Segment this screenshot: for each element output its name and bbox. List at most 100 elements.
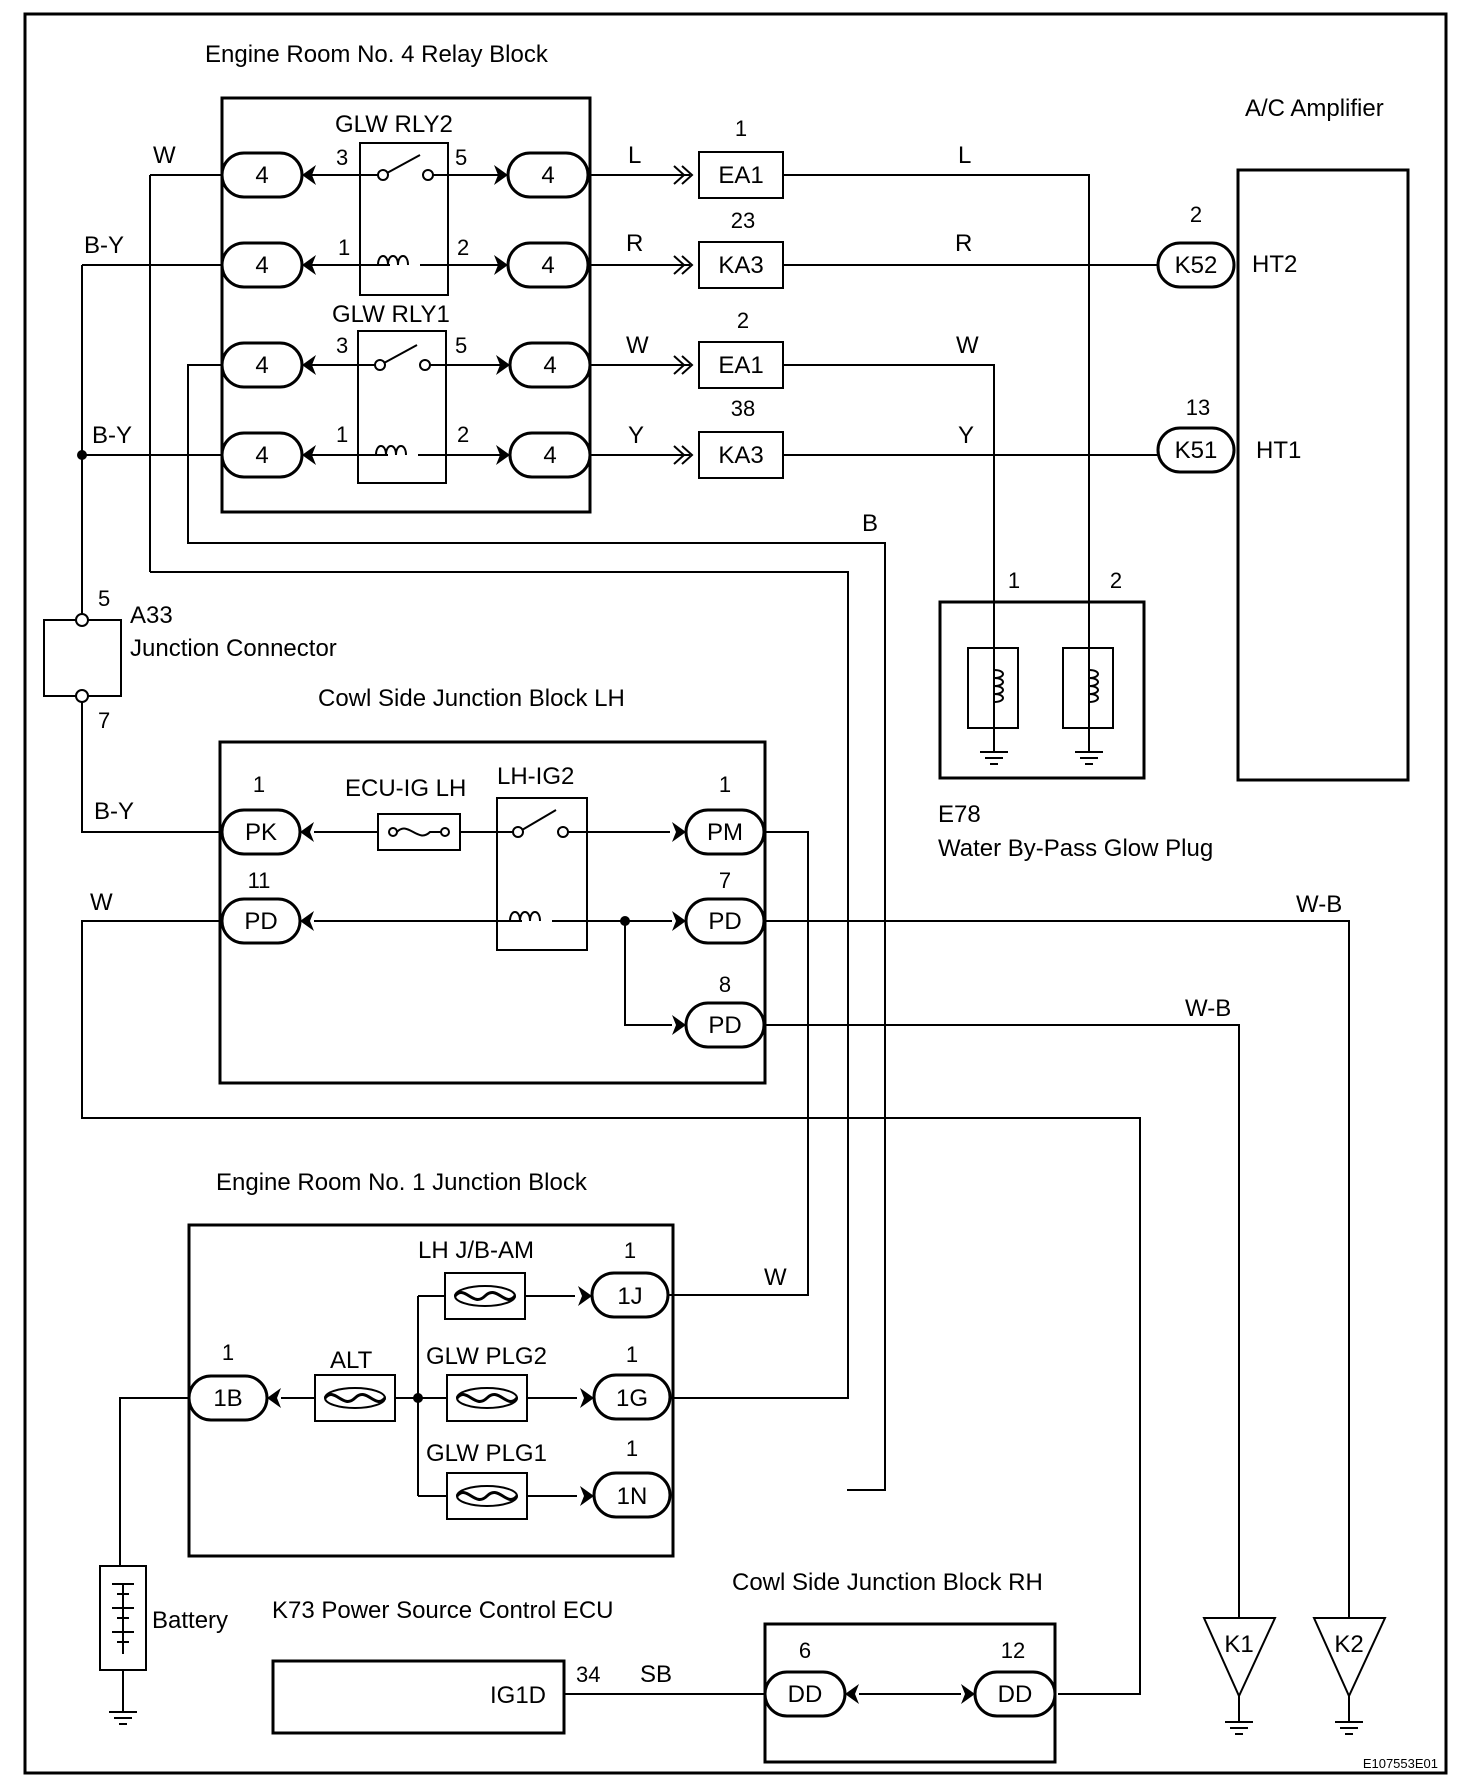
1n-pin: 1: [626, 1436, 638, 1461]
a33-pin5: 5: [98, 586, 110, 611]
pd-pin: 11: [248, 868, 271, 893]
1g-label: 1G: [616, 1385, 648, 1412]
relay1-label: GLW RLY1: [332, 301, 450, 328]
relay-block-box: [220, 96, 592, 514]
relay1-pin2: 2: [457, 422, 469, 447]
relay2-label: GLW RLY2: [335, 111, 453, 138]
pm-pin: 1: [719, 772, 731, 797]
relay-block-title: Engine Room No. 4 Relay Block: [205, 41, 549, 68]
ground-icon: [1224, 1709, 1254, 1735]
conn-label: 4: [541, 162, 554, 189]
ground-k2: [1312, 1617, 1387, 1699]
lh-ig2-label: LH-IG2: [497, 763, 574, 790]
relay-lh-ig2: [496, 797, 588, 951]
wire-by: B-Y: [84, 232, 124, 259]
pd-label: PD: [708, 1012, 741, 1039]
ac-amp-title: A/C Amplifier: [1245, 95, 1384, 122]
a33-title: Junction Connector: [130, 635, 337, 662]
ht1-label: HT1: [1256, 437, 1301, 464]
lh-ig2-coil-icon: [509, 911, 541, 922]
wire-sb: SB: [640, 1661, 672, 1688]
junction-connector-a33: [43, 619, 122, 697]
ground-icon: [979, 739, 1009, 765]
ground-icon: [108, 1699, 138, 1725]
wire-r: R: [626, 230, 643, 257]
relay1-pin3: 3: [336, 333, 348, 358]
wire-w: W: [626, 332, 649, 359]
glow-plug-pin2: 2: [1110, 568, 1122, 593]
a33-pin7: 7: [98, 708, 110, 733]
wire-wb: W-B: [1185, 995, 1231, 1022]
cowl-lh-title: Cowl Side Junction Block LH: [318, 685, 625, 712]
conn-label: 4: [255, 252, 268, 279]
wire-w: W: [90, 889, 113, 916]
glow-plug-box: [938, 600, 1146, 780]
wire-wb: W-B: [1296, 891, 1342, 918]
lh-jb-am-label: LH J/B-AM: [418, 1237, 534, 1264]
wire-by: B-Y: [92, 422, 132, 449]
fuse-lh-jb-am-icon: [443, 1271, 527, 1321]
dd-pin: 12: [1001, 1638, 1025, 1663]
k52-pin: 2: [1190, 202, 1202, 227]
ac-amplifier-box: [1236, 168, 1410, 782]
pk-label: PK: [245, 819, 277, 846]
glow-coil-icon: [1088, 669, 1099, 703]
connector-ka3-b: [698, 431, 784, 479]
conn-label: 4: [541, 252, 554, 279]
k51-pin: 13: [1186, 395, 1210, 420]
relay2-pin1: 1: [338, 235, 350, 260]
ht2-label: HT2: [1252, 251, 1297, 278]
relay2-body: [359, 142, 449, 296]
pd-pin: 7: [719, 868, 731, 893]
figure-id: E107553E01: [1363, 1756, 1438, 1771]
1b-label: 1B: [213, 1385, 242, 1412]
conn-label: 4: [255, 352, 268, 379]
connector-ka3-a: [698, 241, 784, 289]
relay2-pin2: 2: [457, 235, 469, 260]
ground-k1: [1202, 1617, 1277, 1699]
wire-r: R: [955, 230, 972, 257]
connector-ea1-a: [698, 151, 784, 199]
glow-plug-pin1: 1: [1008, 568, 1020, 593]
wire-by: B-Y: [94, 798, 134, 825]
ea1-pin: 1: [735, 116, 747, 141]
pd-pin: 8: [719, 972, 731, 997]
glow-plug-code: E78: [938, 801, 981, 828]
glow-coil-icon: [993, 669, 1004, 703]
k1-label: K1: [1224, 1631, 1253, 1658]
1b-pin: 1: [222, 1340, 234, 1365]
ground-icon: [1334, 1709, 1364, 1735]
dd-pin: 6: [799, 1638, 811, 1663]
a33-code: A33: [130, 602, 173, 629]
ecu-title: K73 Power Source Control ECU: [272, 1597, 613, 1624]
engine-jb-title: Engine Room No. 1 Junction Block: [216, 1169, 588, 1196]
wire-l: L: [958, 142, 971, 169]
ka3-label: KA3: [718, 442, 763, 469]
wire-y: Y: [958, 422, 974, 449]
ig1d-label: IG1D: [490, 1682, 546, 1709]
k52-label: K52: [1175, 252, 1218, 279]
k2-label: K2: [1334, 1631, 1363, 1658]
ka3-pin: 23: [731, 208, 755, 233]
dd-label: DD: [788, 1681, 823, 1708]
dd-label: DD: [998, 1681, 1033, 1708]
1g-pin: 1: [626, 1342, 638, 1367]
connector-k51: [1156, 426, 1236, 474]
wire-y: Y: [628, 422, 644, 449]
ea1-label: EA1: [718, 352, 763, 379]
battery-label: Battery: [152, 1607, 228, 1634]
pk-pin: 1: [253, 772, 265, 797]
ecu-box: [271, 1659, 566, 1735]
connector-k52: [1156, 241, 1236, 289]
wire-w: W: [956, 332, 979, 359]
1j-label: 1J: [617, 1283, 642, 1310]
ka3-pin: 38: [731, 396, 755, 421]
conn-label: 4: [255, 162, 268, 189]
connector-1g: [592, 1373, 672, 1421]
cowl-lh-box: [218, 740, 767, 1085]
conn-label: 4: [255, 442, 268, 469]
connector-1n: [592, 1471, 672, 1519]
glw-plg2-label: GLW PLG2: [426, 1343, 547, 1370]
alt-label: ALT: [330, 1347, 373, 1374]
conn-label: 4: [543, 352, 556, 379]
